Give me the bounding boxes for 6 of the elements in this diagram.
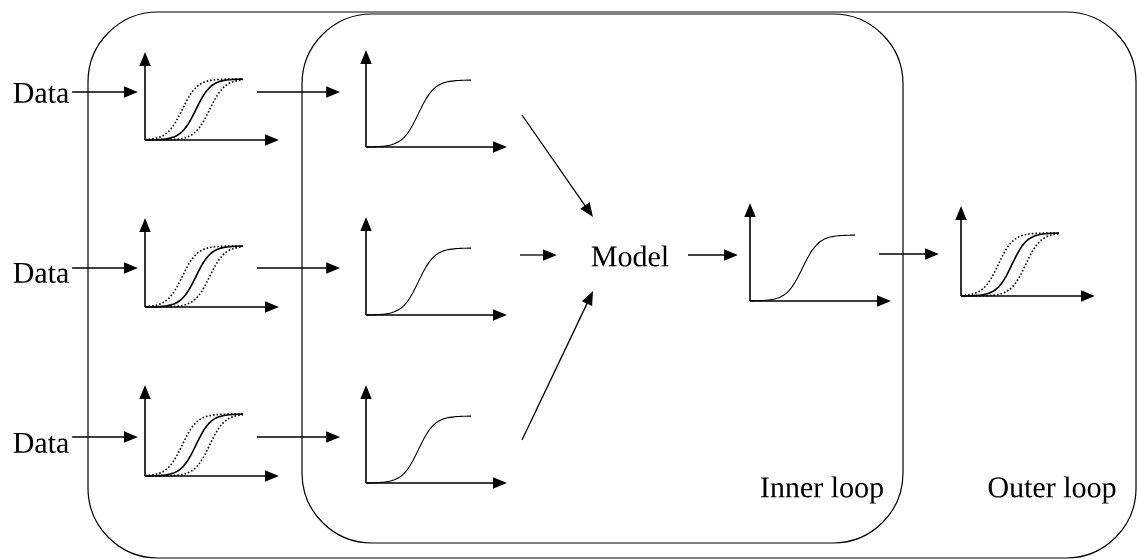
arrow (521, 291, 593, 441)
arrow (521, 114, 593, 217)
node-label: Model (591, 245, 669, 267)
node-label: Data (13, 433, 69, 453)
node-label: Data (13, 263, 69, 283)
node-label: Data (13, 83, 69, 103)
